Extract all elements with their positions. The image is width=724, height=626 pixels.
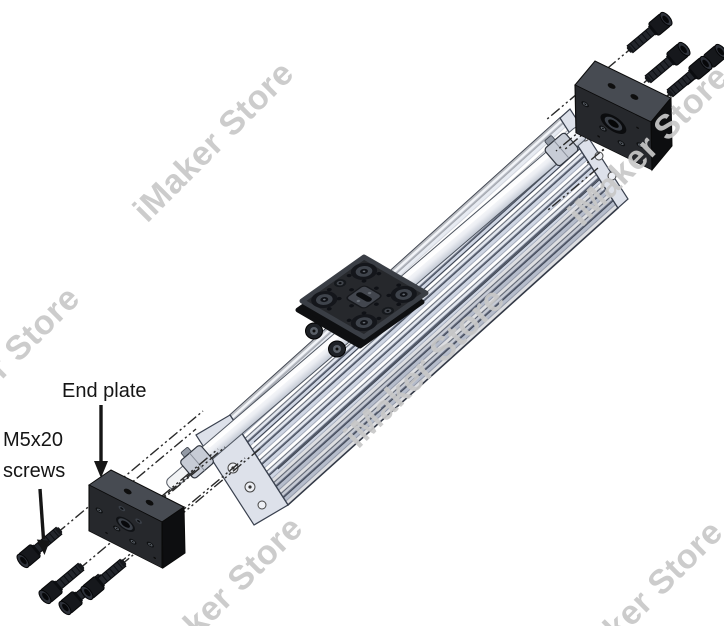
shaft-collar-left: [180, 445, 214, 479]
gantry-plate: [295, 254, 429, 349]
gantry-wheel: [305, 322, 346, 358]
gantry-center-boss: [346, 285, 382, 309]
end-plate-arrow: [94, 405, 108, 478]
m5-screw: [622, 9, 675, 58]
m5-screw: [14, 522, 67, 571]
gantry-small-holes: [326, 272, 402, 322]
shaft-collar-right: [544, 132, 579, 167]
m5x20-screws-label: M5x20 screws: [3, 429, 66, 482]
gantry-counterbores: [333, 279, 395, 315]
gantry-wheel-bores: [311, 262, 417, 332]
screws-arrow: [36, 488, 50, 555]
end-plate-right: [574, 60, 673, 172]
end-plate-left: [88, 469, 186, 569]
end-plate-label: End plate: [62, 380, 147, 402]
extrusion-rail: [195, 108, 629, 526]
